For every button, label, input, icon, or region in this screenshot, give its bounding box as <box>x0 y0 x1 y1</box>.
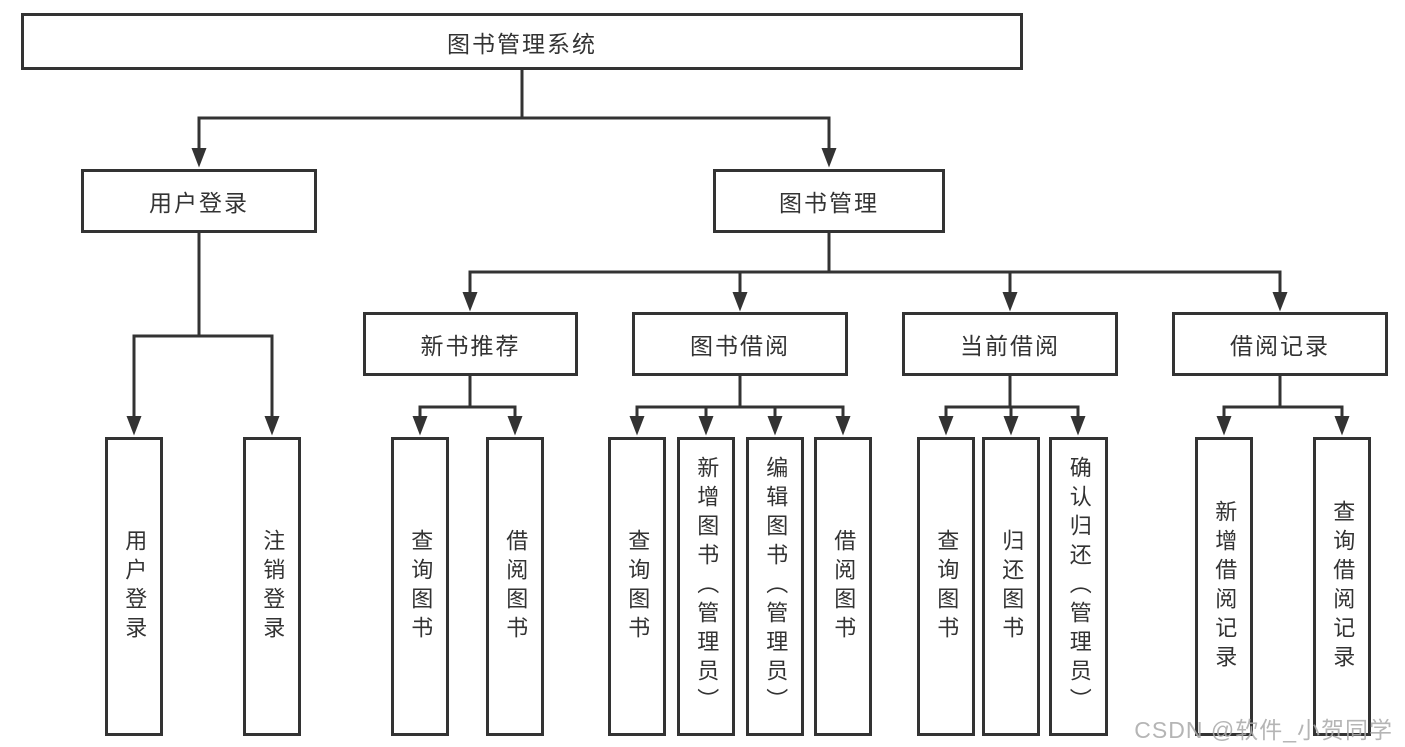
node-book-management: 图书管理 <box>713 169 945 233</box>
node-new-book-recommend: 新书推荐 <box>363 312 578 376</box>
leaf-query-books-current: 查询图书 <box>917 437 975 736</box>
leaf-add-borrow-record: 新增借阅记录 <box>1195 437 1253 736</box>
leaf-confirm-return-admin: 确认归还（管理员） <box>1049 437 1108 736</box>
node-book-management-system: 图书管理系统 <box>21 13 1023 70</box>
leaf-borrow-books-borrowing: 借阅图书 <box>814 437 872 736</box>
node-current-borrowing: 当前借阅 <box>902 312 1118 376</box>
leaf-edit-book-admin: 编辑图书（管理员） <box>746 437 804 736</box>
leaf-add-book-admin: 新增图书（管理员） <box>677 437 735 736</box>
leaf-query-books-borrowing: 查询图书 <box>608 437 666 736</box>
leaf-user-login: 用户登录 <box>105 437 163 736</box>
leaf-return-books: 归还图书 <box>982 437 1040 736</box>
leaf-borrow-books-recommend: 借阅图书 <box>486 437 544 736</box>
node-user-login: 用户登录 <box>81 169 317 233</box>
node-book-borrowing: 图书借阅 <box>632 312 848 376</box>
leaf-query-borrow-record: 查询借阅记录 <box>1313 437 1371 736</box>
leaf-logout: 注销登录 <box>243 437 301 736</box>
leaf-query-books-recommend: 查询图书 <box>391 437 449 736</box>
node-borrowing-records: 借阅记录 <box>1172 312 1388 376</box>
